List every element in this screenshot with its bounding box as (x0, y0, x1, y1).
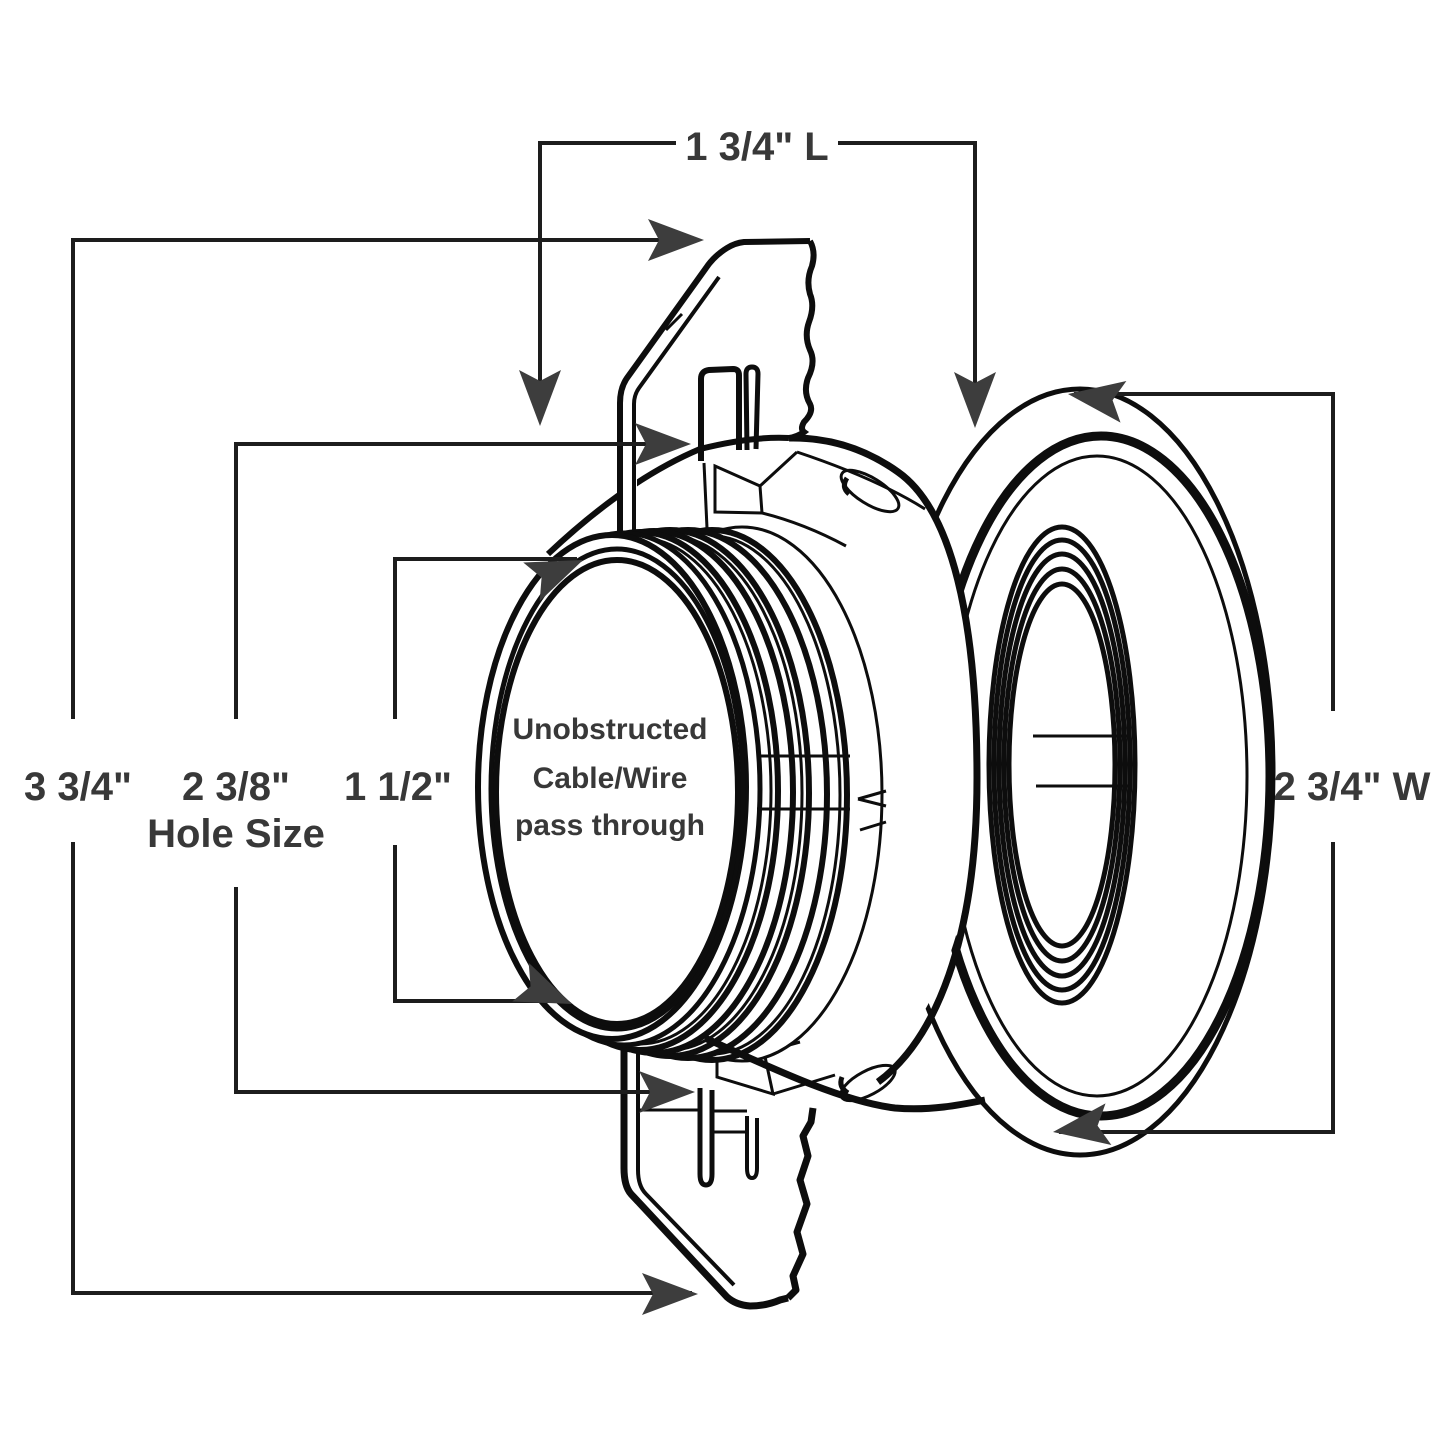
svg-text:pass through: pass through (515, 809, 705, 842)
svg-text:2 3/4" W: 2 3/4" W (1274, 765, 1431, 809)
svg-text:1 3/4" L: 1 3/4" L (685, 125, 828, 169)
svg-text:2 3/8": 2 3/8" (182, 765, 290, 809)
svg-text:1 1/2": 1 1/2" (344, 765, 452, 809)
svg-text:Hole Size: Hole Size (147, 812, 325, 856)
svg-text:3 3/4": 3 3/4" (24, 765, 132, 809)
svg-text:Unobstructed: Unobstructed (513, 713, 708, 746)
svg-text:Cable/Wire: Cable/Wire (533, 762, 688, 795)
